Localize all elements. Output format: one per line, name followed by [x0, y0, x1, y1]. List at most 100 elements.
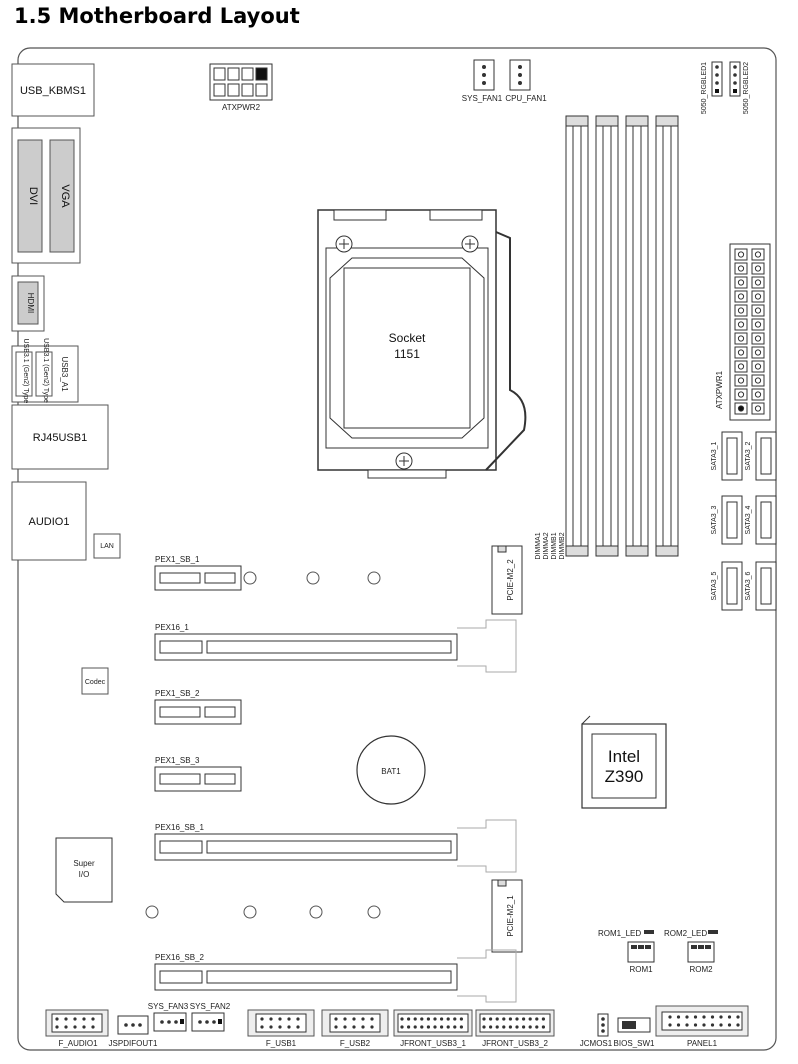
mount-hole — [306, 571, 320, 585]
rom2-label: ROM2 — [689, 965, 713, 974]
jspdifout1-label: JSPDIFOUT1 — [109, 1039, 158, 1048]
cpu-fan1-label: CPU_FAN1 — [505, 94, 547, 103]
rgbled2-header — [729, 61, 741, 97]
jfront-usb3-1-header — [393, 1009, 473, 1037]
battery-label: BAT1 — [381, 767, 401, 776]
socket-line1: Socket — [389, 331, 426, 345]
dimm-label-b1: DIMMB1 — [551, 532, 558, 559]
dvi-port — [17, 139, 43, 253]
sata4-label: SATA3_4 — [745, 505, 752, 534]
usb3-label: USB3_A1 — [60, 356, 69, 392]
mount-hole — [309, 905, 323, 919]
bios-sw1-label: BIOS_SW1 — [614, 1039, 655, 1048]
sata6-label: SATA3_6 — [745, 571, 752, 600]
pex16-sb-2-latch — [457, 949, 517, 1003]
sata5-label: SATA3_5 — [711, 571, 718, 600]
f-usb2-label: F_USB2 — [340, 1039, 371, 1048]
jfront-usb3-2-label: JFRONT_USB3_2 — [482, 1039, 548, 1048]
rom2-led — [708, 930, 718, 934]
rgbled1-header — [711, 61, 723, 97]
pex1-sb-2-label: PEX1_SB_2 — [155, 689, 200, 698]
dimm-label-a1: DIMMA1 — [535, 532, 542, 559]
jfront-usb3-1-label: JFRONT_USB3_1 — [400, 1039, 466, 1048]
superio-line2: I/O — [79, 870, 90, 879]
jspdifout1-header — [117, 1015, 149, 1035]
sys-fan3-header — [153, 1012, 187, 1032]
codec-label: Codec — [85, 679, 106, 686]
usb-kbms-port — [11, 63, 95, 117]
sys-fan3-label: SYS_FAN3 — [148, 1002, 189, 1011]
hdmi-label: HDMI — [26, 293, 35, 313]
sata-port — [721, 431, 743, 481]
pex1-sb-2-slot — [154, 699, 242, 725]
jfront-usb3-2-header — [475, 1009, 555, 1037]
f-audio1-header — [45, 1009, 109, 1037]
sys-fan2-header — [191, 1012, 225, 1032]
sys-fan2-label: SYS_FAN2 — [190, 1002, 231, 1011]
pex16-sb-1-slot — [154, 833, 458, 861]
panel1-label: PANEL1 — [687, 1039, 718, 1048]
vga-label: VGA — [59, 184, 71, 208]
sata-port — [755, 431, 777, 481]
chipset-line1: Intel — [608, 747, 640, 766]
mount-hole — [367, 905, 381, 919]
superio-line1: Super — [73, 859, 95, 868]
lan-chip — [93, 533, 121, 559]
rgbled1-label: 5050_RGBLED1 — [701, 62, 708, 114]
rj45-port — [11, 404, 109, 470]
jcmos1-label: JCMOS1 — [580, 1039, 613, 1048]
sata-port — [755, 561, 777, 611]
pex16-1-latch — [457, 619, 517, 673]
audio-port — [11, 481, 87, 561]
sys-fan1-label: SYS_FAN1 — [462, 94, 503, 103]
jcmos1-jumper — [597, 1013, 609, 1037]
rgbled2-label: 5050_RGBLED2 — [743, 62, 750, 114]
panel1-header — [655, 1005, 749, 1037]
pex16-1-label: PEX16_1 — [155, 623, 189, 632]
atxpwr2-label: ATXPWR2 — [222, 103, 261, 112]
audio-label: AUDIO1 — [29, 516, 70, 528]
chipset — [581, 715, 667, 809]
pex16-sb-2-label: PEX16_SB_2 — [155, 953, 204, 962]
f-usb1-label: F_USB1 — [266, 1039, 297, 1048]
dvi-label: DVI — [27, 187, 39, 205]
dimm-slot — [655, 115, 679, 557]
battery — [356, 735, 426, 805]
rom1-chip — [627, 941, 655, 963]
pex1-sb-3-label: PEX1_SB_3 — [155, 756, 200, 765]
pex1-sb-1-slot — [154, 565, 242, 591]
socket-line2: 1151 — [394, 347, 420, 361]
mount-hole — [243, 905, 257, 919]
dimm-label-b2: DIMMB2 — [559, 532, 566, 559]
f-audio1-label: F_AUDIO1 — [58, 1039, 98, 1048]
mount-hole — [145, 905, 159, 919]
sata1-label: SATA3_1 — [711, 441, 718, 470]
usb3-sub-a: USB3.1 (Gen2) Type A — [22, 338, 29, 409]
atxpwr2-connector — [209, 63, 273, 101]
pex16-1-slot — [154, 633, 458, 661]
page-title: 1.5 Motherboard Layout — [14, 4, 300, 28]
sata-port — [721, 561, 743, 611]
pcie-m2-2-label: PCIE-M2_2 — [506, 559, 515, 601]
sata2-label: SATA3_2 — [745, 441, 752, 470]
codec-chip — [81, 667, 109, 695]
rom1-label: ROM1 — [629, 965, 653, 974]
f-usb2-header — [321, 1009, 389, 1037]
usb3-sub-c: USB3.1 (Gen2) Type C — [42, 338, 49, 410]
super-io-chip — [55, 837, 113, 903]
pex1-sb-1-label: PEX1_SB_1 — [155, 555, 200, 564]
rom1-led-label: ROM1_LED — [598, 929, 641, 938]
pex16-sb-1-label: PEX16_SB_1 — [155, 823, 204, 832]
pcie-m2-1-slot — [491, 879, 523, 953]
lan-label: LAN — [100, 543, 114, 550]
atxpwr1-label: ATXPWR1 — [715, 370, 724, 409]
vga-port — [49, 139, 75, 253]
pex16-sb-2-slot — [154, 963, 458, 991]
sata3-label: SATA3_3 — [711, 505, 718, 534]
f-usb1-header — [247, 1009, 315, 1037]
bios-sw1-switch — [617, 1017, 651, 1033]
sys-fan1-header — [473, 59, 495, 91]
rom1-led — [644, 930, 654, 934]
cpu-socket — [317, 209, 527, 479]
